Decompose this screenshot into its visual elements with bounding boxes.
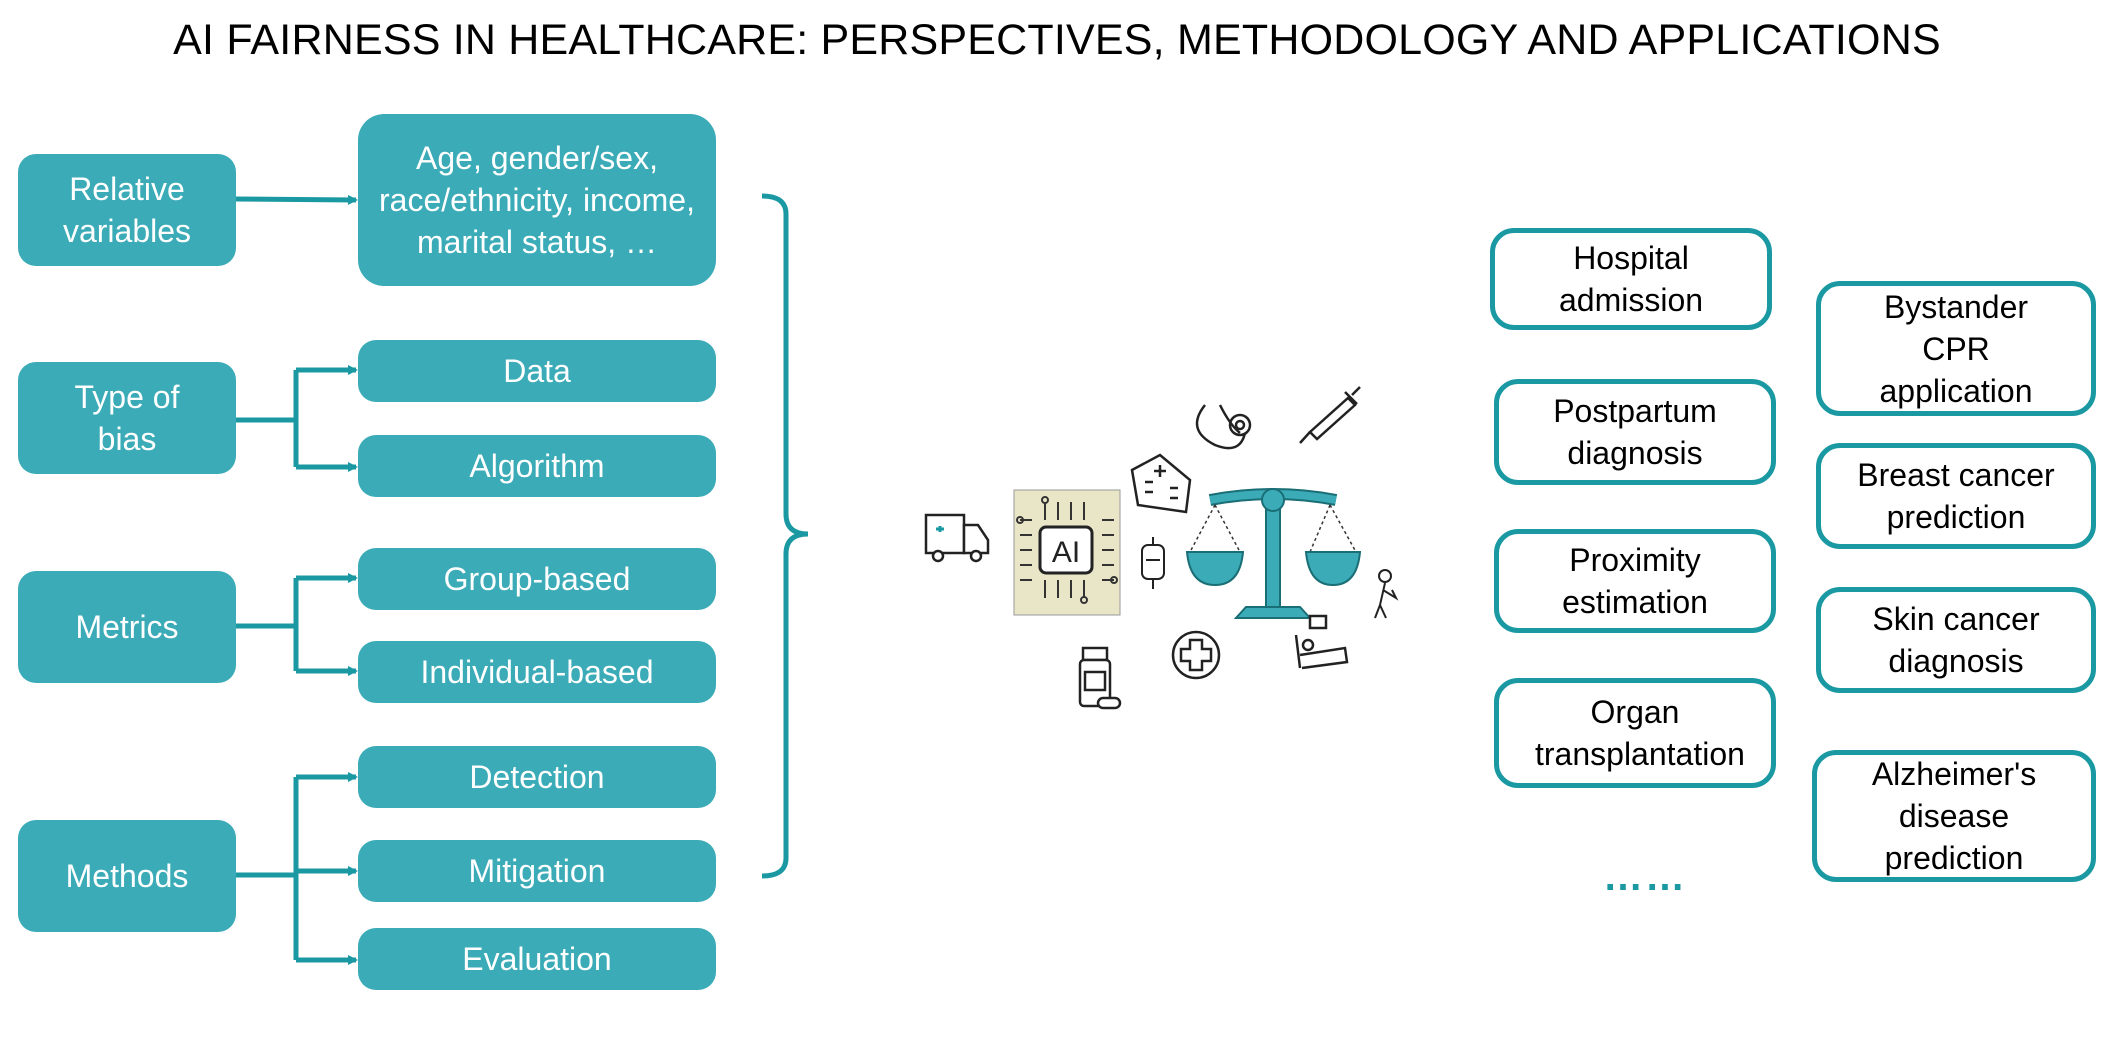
scale-of-justice-icon [1185, 488, 1362, 619]
app-label: Organ transplantation [1535, 694, 1745, 772]
app-label: Proximity estimation [1562, 542, 1708, 620]
item-label: Mitigation [468, 853, 606, 889]
methods-item-mitigation: Mitigation [358, 840, 716, 902]
category-label: Methods [65, 858, 189, 894]
metrics-item-individual-based: Individual-based [358, 641, 716, 703]
category-relative-variables: Relative variables [18, 154, 236, 266]
ai-chip-label: AI [1052, 536, 1080, 569]
medical-cross-icon [1171, 630, 1221, 680]
item-label: Evaluation [462, 941, 612, 977]
item-label: Individual-based [420, 654, 654, 690]
app-breast-cancer-prediction: Breast cancer prediction [1816, 443, 2096, 549]
pill-bottle-icon [1078, 646, 1122, 710]
item-label: Group-based [443, 561, 631, 597]
app-label: Skin cancer diagnosis [1872, 601, 2040, 679]
category-methods: Methods [18, 820, 236, 932]
bias-item-algorithm: Algorithm [358, 435, 716, 497]
ai-chip-icon: AI [1013, 489, 1121, 616]
item-label: Detection [469, 759, 605, 795]
app-alzheimers-prediction: Alzheimer's disease prediction [1812, 750, 2096, 882]
app-label: Bystander CPR application [1879, 288, 2033, 409]
metrics-item-group-based: Group-based [358, 548, 716, 610]
category-label: Relative variables [62, 171, 192, 249]
arrow-relative-variables [234, 194, 358, 205]
category-label: Type of bias [74, 379, 180, 457]
app-skin-cancer-diagnosis: Skin cancer diagnosis [1816, 587, 2096, 693]
injured-person-icon [1374, 569, 1399, 619]
diagram-title: AI FAIRNESS IN HEALTHCARE: PERSPECTIVES,… [173, 16, 1941, 64]
relative-variables-examples: Age, gender/sex, race/ethnicity, income,… [358, 114, 716, 286]
syringe-icon [1299, 386, 1361, 444]
bias-item-data: Data [358, 340, 716, 402]
app-proximity-estimation: Proximity estimation [1494, 529, 1776, 633]
app-organ-transplantation: Organ transplantation [1494, 678, 1776, 788]
item-label: Data [503, 353, 571, 389]
app-postpartum-diagnosis: Postpartum diagnosis [1494, 379, 1776, 485]
patient-bed-icon [1294, 614, 1349, 670]
app-label: Hospital admission [1558, 240, 1704, 318]
examples-text: Age, gender/sex, race/ethnicity, income,… [379, 140, 695, 260]
app-label: Alzheimer's disease prediction [1871, 756, 2037, 876]
app-hospital-admission: Hospital admission [1490, 228, 1772, 330]
app-bystander-cpr: Bystander CPR application [1816, 281, 2096, 416]
app-label: Breast cancer prediction [1857, 457, 2055, 535]
methods-item-detection: Detection [358, 746, 716, 808]
more-applications-ellipsis: …… [1603, 855, 1687, 899]
category-label: Metrics [75, 609, 179, 645]
iv-bag-icon [1141, 537, 1165, 589]
hospital-icon [1130, 453, 1192, 514]
app-label: Postpartum diagnosis [1553, 393, 1717, 471]
category-metrics: Metrics [18, 571, 236, 683]
stethoscope-icon [1195, 404, 1252, 450]
category-type-of-bias: Type of bias [18, 362, 236, 474]
ambulance-icon [924, 513, 990, 563]
grouping-brace [761, 193, 809, 879]
methods-item-evaluation: Evaluation [358, 928, 716, 990]
item-label: Algorithm [469, 448, 605, 484]
